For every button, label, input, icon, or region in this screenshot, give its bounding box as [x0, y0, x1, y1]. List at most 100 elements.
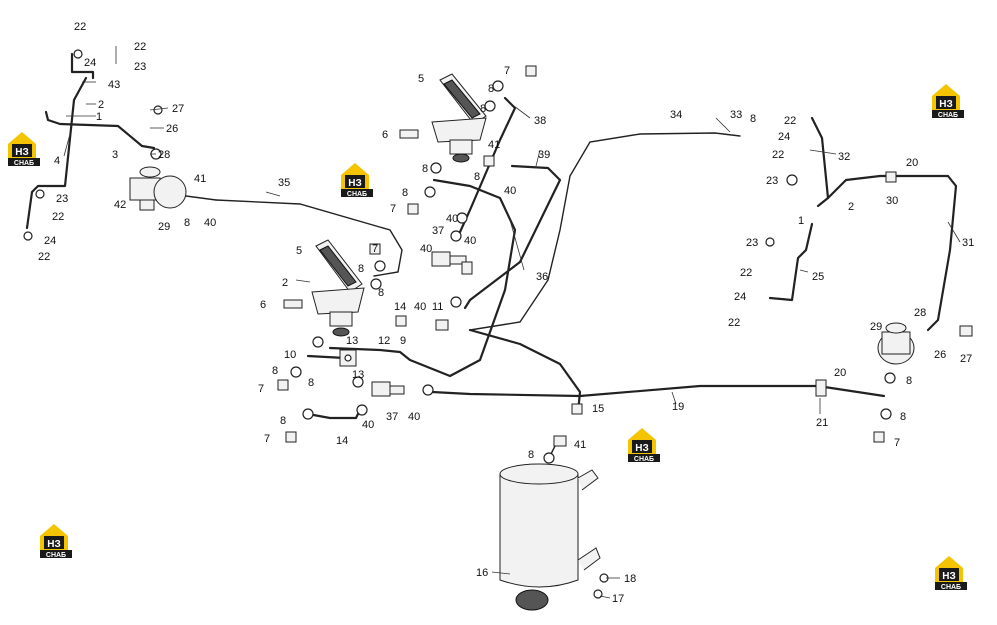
callout-27: 27: [172, 103, 184, 115]
callout-8: 8: [184, 217, 190, 229]
callout-8: 8: [378, 287, 384, 299]
pipe-36: [328, 178, 517, 378]
callout-26: 26: [934, 349, 946, 361]
valve-37-lower: [371, 381, 405, 397]
callout-29: 29: [158, 221, 170, 233]
callout-41: 41: [488, 139, 500, 151]
logo-caption: СНАБ: [14, 160, 34, 167]
callout-8: 8: [474, 171, 480, 183]
callout-40: 40: [504, 185, 516, 197]
callout-24: 24: [84, 57, 96, 69]
callout-42: 42: [114, 199, 126, 211]
logo-caption: СНАБ: [941, 584, 961, 591]
callout-2: 2: [282, 277, 288, 289]
callout-8: 8: [272, 365, 278, 377]
pipe-31: [826, 174, 958, 332]
brake-chamber-right: [877, 322, 915, 365]
callout-7: 7: [264, 433, 270, 445]
callout-20: 20: [834, 367, 846, 379]
callout-8: 8: [280, 415, 286, 427]
callout-5: 5: [296, 245, 302, 257]
callout-2: 2: [98, 99, 104, 111]
logo-mark: НЗ: [939, 99, 953, 110]
logo-mark: НЗ: [47, 539, 61, 550]
callout-32: 32: [838, 151, 850, 163]
callout-11: 11: [432, 301, 443, 313]
logo-watermark-3: НЗ СНАБ: [932, 84, 964, 119]
callout-8: 8: [480, 103, 486, 115]
callout-28: 28: [158, 149, 170, 161]
air-reservoir: [499, 439, 601, 611]
callout-41: 41: [194, 173, 206, 185]
brake-pedal-lower: [311, 239, 365, 337]
callout-22: 22: [134, 41, 146, 53]
callout-22: 22: [38, 251, 50, 263]
callout-23: 23: [134, 61, 146, 73]
callout-40: 40: [362, 419, 374, 431]
callout-24: 24: [778, 131, 790, 143]
callout-18: 18: [624, 573, 636, 585]
callout-28: 28: [914, 307, 926, 319]
logo-watermark-1: НЗ СНАБ: [8, 132, 40, 167]
brake-chamber-left: [129, 166, 217, 211]
callout-4: 4: [54, 155, 60, 167]
callout-21: 21: [816, 417, 828, 429]
callout-40: 40: [414, 301, 426, 313]
callout-25: 25: [812, 271, 824, 283]
logo-watermark-6: НЗ СНАБ: [935, 556, 967, 591]
callout-6: 6: [382, 129, 388, 141]
callout-39: 39: [538, 149, 550, 161]
callout-22: 22: [784, 115, 796, 127]
callout-43: 43: [108, 79, 120, 91]
pipe-34: [469, 132, 741, 331]
callout-19: 19: [672, 401, 684, 413]
logo-caption: СНАБ: [634, 456, 654, 463]
callout-38: 38: [534, 115, 546, 127]
pipe-15: [468, 328, 582, 414]
callout-29: 29: [870, 321, 882, 333]
callout-22: 22: [728, 317, 740, 329]
callout-8: 8: [900, 411, 906, 423]
callout-8: 8: [750, 113, 756, 125]
callout-23: 23: [746, 237, 758, 249]
valve-37-upper: [431, 251, 473, 275]
pipes: [25, 52, 958, 420]
callout-20: 20: [906, 157, 918, 169]
callout-13: 13: [352, 369, 364, 381]
fittings: [23, 49, 973, 599]
pipe-25: [768, 222, 814, 302]
callout-22: 22: [740, 267, 752, 279]
logo-mark: НЗ: [942, 571, 956, 582]
callout-7: 7: [504, 65, 510, 77]
callout-12: 12: [378, 335, 390, 347]
pipe-14: [306, 408, 362, 420]
callout-34: 34: [670, 109, 682, 121]
callout-labels: 22 24 43 23 22 2 1 3 4 23 22 24 22 27 26…: [38, 21, 974, 605]
logo-caption: СНАБ: [938, 112, 958, 119]
callout-22: 22: [52, 211, 64, 223]
callout-35: 35: [278, 177, 290, 189]
callout-37: 37: [386, 411, 398, 423]
callout-6: 6: [260, 299, 266, 311]
callout-16: 16: [476, 567, 488, 579]
callout-8: 8: [402, 187, 408, 199]
pipe-10: [306, 354, 347, 360]
callout-15: 15: [592, 403, 604, 415]
callout-27: 27: [960, 353, 972, 365]
callout-26: 26: [166, 123, 178, 135]
logo-watermark-4: НЗ СНАБ: [628, 428, 660, 463]
callout-24: 24: [44, 235, 56, 247]
callout-36: 36: [536, 271, 548, 283]
logo-caption: СНАБ: [347, 191, 367, 198]
callout-9: 9: [400, 335, 406, 347]
callout-7: 7: [894, 437, 900, 449]
callout-8: 8: [358, 263, 364, 275]
callout-8: 8: [308, 377, 314, 389]
callout-1: 1: [96, 111, 102, 123]
callout-7: 7: [390, 203, 396, 215]
logo-watermark-2: НЗ СНАБ: [341, 163, 373, 198]
callout-40: 40: [408, 411, 420, 423]
callout-7: 7: [372, 243, 378, 255]
logo-watermark-5: НЗ СНАБ: [40, 524, 72, 559]
